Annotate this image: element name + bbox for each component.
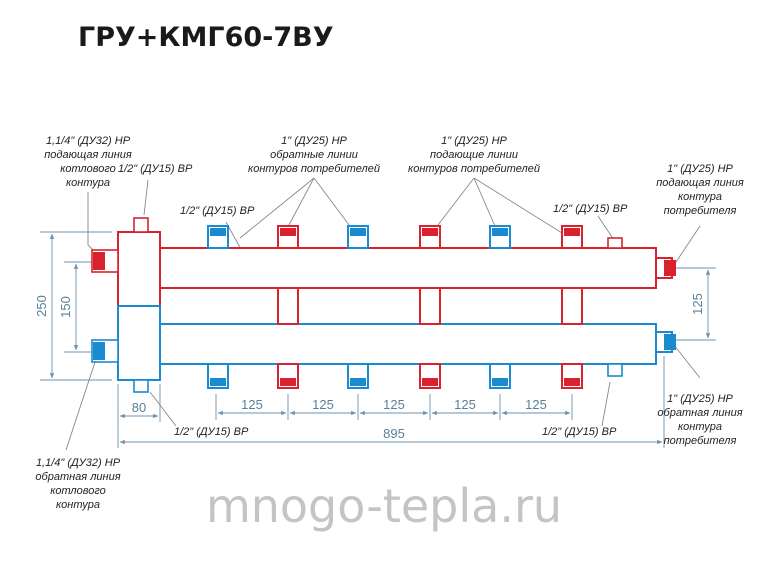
- label-supply-consumers: контуров потребителей: [408, 163, 540, 175]
- label-boiler-return-circuit: котлового: [50, 485, 106, 497]
- dim-80: 80: [132, 400, 146, 415]
- label-boiler-return-size: 1,1/4" (ДУ32) НР: [36, 457, 121, 469]
- label-boiler-supply-circuit: котлового: [60, 163, 116, 175]
- page-title: ГРУ+КМГ60-7ВУ: [78, 22, 334, 53]
- dim-250: 250: [34, 295, 49, 317]
- label-consumer-return-contour: контура: [678, 421, 722, 433]
- label-consumer-return-consumer: потребителя: [664, 435, 737, 447]
- label-consumer-return-line: обратная линия: [657, 407, 742, 419]
- dimension-lines: [40, 231, 716, 448]
- label-consumer-supply-consumer: потребителя: [664, 205, 737, 217]
- hydraulic-separator: [91, 217, 161, 393]
- watermark: mnogo-tepla.ru: [206, 479, 562, 533]
- label-vr-bottom-right: 1/2" (ДУ15) ВР: [542, 426, 617, 438]
- dim-spacing-5: 125: [525, 397, 547, 412]
- label-consumer-supply-size: 1" (ДУ25) НР: [667, 163, 733, 175]
- label-supply-size: 1" (ДУ25) НР: [441, 135, 507, 147]
- label-vr-top-inner: 1/2" (ДУ15) ВР: [180, 205, 255, 217]
- label-vr-bottom-left: 1/2" (ДУ15) ВР: [174, 426, 249, 438]
- label-return-lines: обратные линии: [270, 149, 358, 161]
- supply-manifold: [159, 247, 676, 289]
- label-consumer-supply-line: подающая линия: [656, 177, 744, 189]
- dimension-values: 250 150 80 125 125 125 125 125 895 125: [34, 293, 705, 441]
- label-vr-top-left: 1/2" (ДУ15) ВР: [118, 163, 193, 175]
- connector-tubes: [207, 225, 623, 389]
- label-consumer-supply-contour: контура: [678, 191, 722, 203]
- dim-spacing-4: 125: [454, 397, 476, 412]
- label-consumer-return-size: 1" (ДУ25) НР: [667, 393, 733, 405]
- label-boiler-supply-contour: контура: [66, 177, 110, 189]
- label-supply-lines: подающие линии: [430, 149, 518, 161]
- dim-spacing-3: 125: [383, 397, 405, 412]
- dim-spacing-2: 125: [312, 397, 334, 412]
- dim-895: 895: [383, 426, 405, 441]
- dim-150: 150: [58, 296, 73, 318]
- return-manifold: [159, 323, 676, 365]
- label-boiler-supply-line: подающая линия: [44, 149, 132, 161]
- label-boiler-supply-size: 1,1/4" (ДУ32) НР: [46, 135, 131, 147]
- dim-spacing-1: 125: [241, 397, 263, 412]
- label-boiler-return-contour: контура: [56, 499, 100, 511]
- label-return-consumers: контуров потребителей: [248, 163, 380, 175]
- label-boiler-return-line: обратная линия: [35, 471, 120, 483]
- label-vr-top-right: 1/2" (ДУ15) ВР: [553, 203, 628, 215]
- dim-125-right: 125: [690, 293, 705, 315]
- label-return-size: 1" (ДУ25) НР: [281, 135, 347, 147]
- annotation-labels: 1,1/4" (ДУ32) НР подающая линия котловог…: [35, 135, 743, 511]
